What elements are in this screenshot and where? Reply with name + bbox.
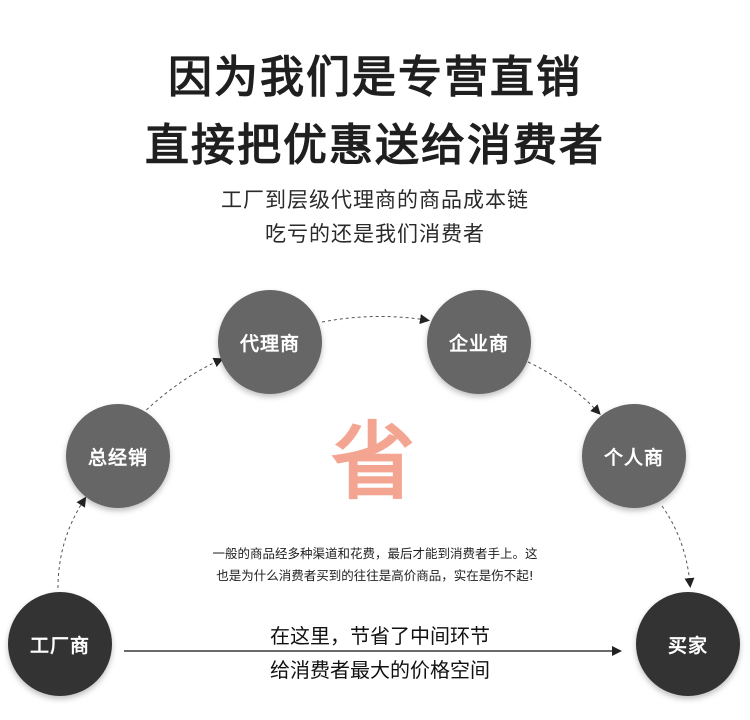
description-line-2: 也是为什么消费者买到的往往是高价商品，实在是伤不起! xyxy=(216,568,534,583)
arrow-agent-to-enterprise xyxy=(321,314,430,325)
direct-text-line-2: 给消费者最大的价格空间 xyxy=(270,658,490,682)
node-distributor-label: 总经销 xyxy=(87,446,148,469)
arrow-distributor-to-agent xyxy=(141,357,224,415)
direct-text-line-1: 在这里，节省了中间环节 xyxy=(270,624,490,648)
subheadline-line-1: 工厂到层级代理商的商品成本链 xyxy=(221,188,529,212)
node-enterprise-label: 企业商 xyxy=(448,332,509,355)
node-factory-label: 工厂商 xyxy=(29,634,90,657)
subheadline-line-2: 吃亏的还是我们消费者 xyxy=(265,222,485,246)
arrow-personal-to-buyer xyxy=(661,505,695,588)
node-distributor: 总经销 xyxy=(66,404,170,508)
node-agent: 代理商 xyxy=(218,290,322,394)
node-factory: 工厂商 xyxy=(8,592,112,696)
node-buyer: 买家 xyxy=(636,592,740,696)
node-personal: 个人商 xyxy=(582,404,686,508)
headline-line-2: 直接把优惠送给消费者 xyxy=(145,120,605,171)
description-line-1: 一般的商品经多种渠道和花费，最后才能到消费者手上。这 xyxy=(212,546,538,561)
arrow-enterprise-to-personal xyxy=(527,361,601,415)
node-agent-label: 代理商 xyxy=(239,332,300,355)
node-buyer-label: 买家 xyxy=(667,634,708,657)
save-character: 省 xyxy=(330,413,415,511)
node-personal-label: 个人商 xyxy=(603,446,664,469)
arrow-factory-to-distributor xyxy=(57,496,87,589)
node-enterprise: 企业商 xyxy=(427,290,531,394)
headline-line-1: 因为我们是专营直销 xyxy=(168,52,582,103)
